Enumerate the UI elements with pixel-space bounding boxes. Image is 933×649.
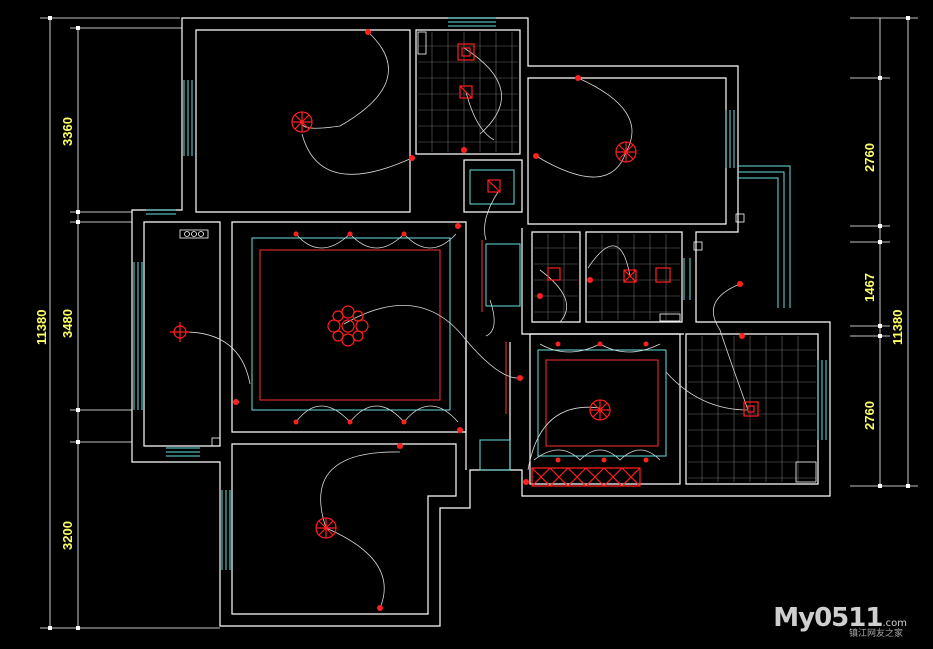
misc-fixtures	[179, 31, 817, 483]
ceiling-outlines	[259, 240, 659, 447]
walls	[131, 17, 831, 627]
ceiling-fan-bedroom1	[291, 111, 313, 133]
dim-right-upper: 2760	[862, 143, 877, 172]
dim-left-lower: 3200	[60, 521, 75, 550]
ceiling-fan-bedroom3	[315, 517, 337, 539]
ceiling-fan-bedroom2	[615, 141, 637, 163]
dim-right-middle: 1467	[862, 273, 877, 302]
watermark-suffix: .com	[882, 618, 907, 629]
switch-points	[233, 29, 745, 611]
watermark-subtitle: 镇江网友之家	[848, 629, 903, 639]
watermark-brand: My0511	[773, 603, 883, 633]
dimension-ticks	[48, 16, 910, 630]
dim-left-upper: 3360	[60, 117, 75, 146]
windows	[133, 17, 827, 570]
dim-left-total: 11380	[34, 310, 49, 345]
ceiling-fan-dining	[589, 399, 611, 421]
tile-grids	[418, 32, 816, 482]
dim-right-total: 11380	[890, 310, 905, 345]
crosshair-light-study	[170, 322, 190, 342]
wiring	[179, 31, 749, 609]
light-fixtures	[170, 43, 759, 539]
dim-left-middle: 3480	[60, 309, 75, 338]
chandelier-living	[327, 305, 369, 347]
watermark-logo: My0511.com	[773, 603, 907, 633]
dimension-lines	[40, 17, 918, 629]
dim-right-lower: 2760	[862, 401, 877, 430]
